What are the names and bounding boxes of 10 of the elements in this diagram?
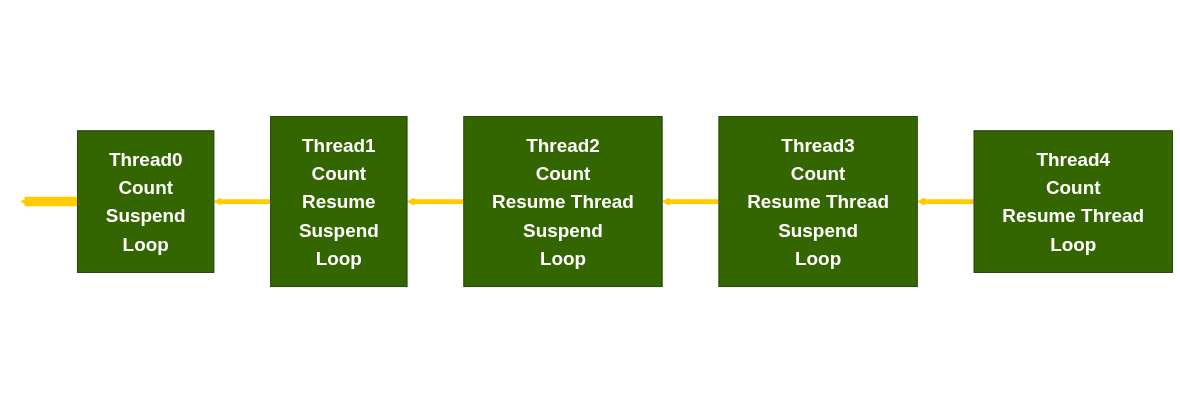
node-box: Thread1 Count Resume Suspend Loop (270, 116, 408, 287)
node-box: Thread4 Count Resume Thread Loop (973, 130, 1173, 273)
arrow (661, 197, 719, 206)
arrow (916, 197, 974, 206)
node-box: Thread2 Count Resume Thread Suspend Loop (463, 116, 663, 287)
arrow (406, 197, 464, 206)
node-box: Thread3 Count Resume Thread Suspend Loop (718, 116, 918, 287)
arrow (20, 196, 78, 207)
node-box: Thread0 Count Suspend Loop (77, 130, 215, 273)
arrow (213, 197, 271, 206)
